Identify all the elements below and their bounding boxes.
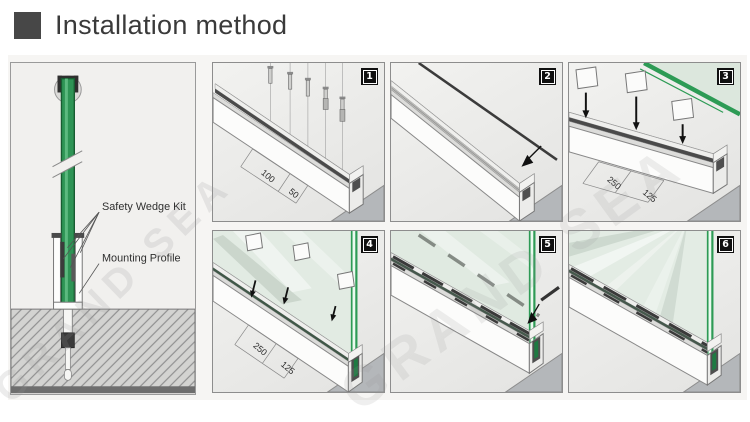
rubber-gasket: [392, 255, 531, 336]
safety-wedge-plates: [575, 66, 695, 121]
step-panel-2: 2: [390, 62, 563, 222]
step-number-badge: 3: [717, 68, 734, 85]
step-number-badge: 2: [539, 68, 556, 85]
insert-arrow-icon: [521, 145, 542, 167]
step-5-diagram: [391, 231, 562, 392]
anchor-stud: [61, 308, 75, 381]
step-panel-6: 6: [568, 230, 741, 393]
dimension-label: 250: [605, 174, 623, 191]
floor-edge: [686, 184, 740, 221]
overview-panel: Safety Wedge Kit Mounting Profile: [10, 62, 196, 395]
step-number-badge: 4: [361, 236, 378, 253]
rubber-gasket: [570, 274, 708, 354]
safety-wedge: [71, 253, 76, 282]
step-number-badge: 5: [539, 236, 556, 253]
anchor-bolt-icon: [267, 65, 346, 122]
mounting-channel: [391, 252, 544, 375]
wedge-plate: [671, 97, 695, 121]
step-number: 4: [362, 237, 377, 252]
wedge-plate: [292, 242, 311, 262]
step-panel-5: 5: [390, 230, 563, 393]
dimension-label: 125: [641, 187, 659, 204]
step-2-diagram: [391, 63, 562, 221]
safety-wedge-kit-label: Safety Wedge Kit: [102, 201, 186, 213]
mounting-profile: [51, 232, 85, 310]
step-4-diagram: 250 125: [213, 231, 384, 392]
wedge-plate: [245, 232, 263, 252]
mounting-channel: [569, 111, 728, 195]
ground-section: [11, 308, 195, 389]
step-number: 5: [540, 237, 555, 252]
safety-wedge: [60, 241, 65, 278]
rubber-gasket-rod: [417, 63, 558, 161]
break-marks: [52, 150, 83, 178]
step-number-badge: 6: [717, 236, 734, 253]
step-6-diagram: [569, 231, 740, 392]
step-number: 3: [718, 69, 733, 84]
mounting-profile-label: Mounting Profile: [102, 253, 181, 265]
page-title: Installation method: [55, 10, 288, 40]
anchor-bolts: [267, 63, 346, 174]
seal-strip-end: [540, 286, 560, 302]
mounting-channel: [213, 83, 364, 215]
dimension-label: 250: [251, 340, 269, 357]
installation-figure: GRAND SEA GRAND SEA: [0, 55, 747, 422]
dimension-lines: [240, 148, 309, 204]
rubber-gasket: [570, 267, 709, 347]
glass-panel: [639, 63, 740, 117]
header: Installation method: [14, 10, 287, 41]
mounting-channel: [391, 80, 535, 221]
step-3-diagram: 250 125: [569, 63, 740, 221]
dimension-label: 125: [279, 359, 297, 376]
wedge-plate: [575, 66, 599, 90]
dimension-label: 100: [259, 167, 277, 184]
down-arrow-icon: [250, 280, 337, 322]
title-bullet-square: [14, 12, 41, 39]
step-panel-4: 250 125 4: [212, 230, 385, 393]
dimension-lines: [234, 324, 299, 379]
mounting-channel: [569, 264, 722, 387]
step-number: 2: [540, 69, 555, 84]
insert-arrow-icon: [527, 286, 560, 324]
step-panel-1: 100 50 1: [212, 62, 385, 222]
step-number-badge: 1: [361, 68, 378, 85]
step-1-diagram: 100 50: [213, 63, 384, 221]
dimension-lines: [582, 161, 665, 203]
step-number: 1: [362, 69, 377, 84]
overview-diagram: Safety Wedge Kit Mounting Profile: [11, 63, 195, 394]
wedge-plate: [624, 70, 648, 94]
rubber-gasket: [392, 262, 530, 342]
floor-edge: [504, 352, 562, 392]
mounting-channel: [213, 262, 363, 392]
safety-wedge-plates: [245, 232, 355, 290]
wedge-plate: [336, 270, 355, 290]
step-number: 6: [718, 237, 733, 252]
ground-base-line: [11, 386, 195, 394]
leader-lines: [63, 211, 100, 294]
step-panel-3: 250 125 3: [568, 62, 741, 222]
down-arrow-icon: [582, 92, 687, 144]
